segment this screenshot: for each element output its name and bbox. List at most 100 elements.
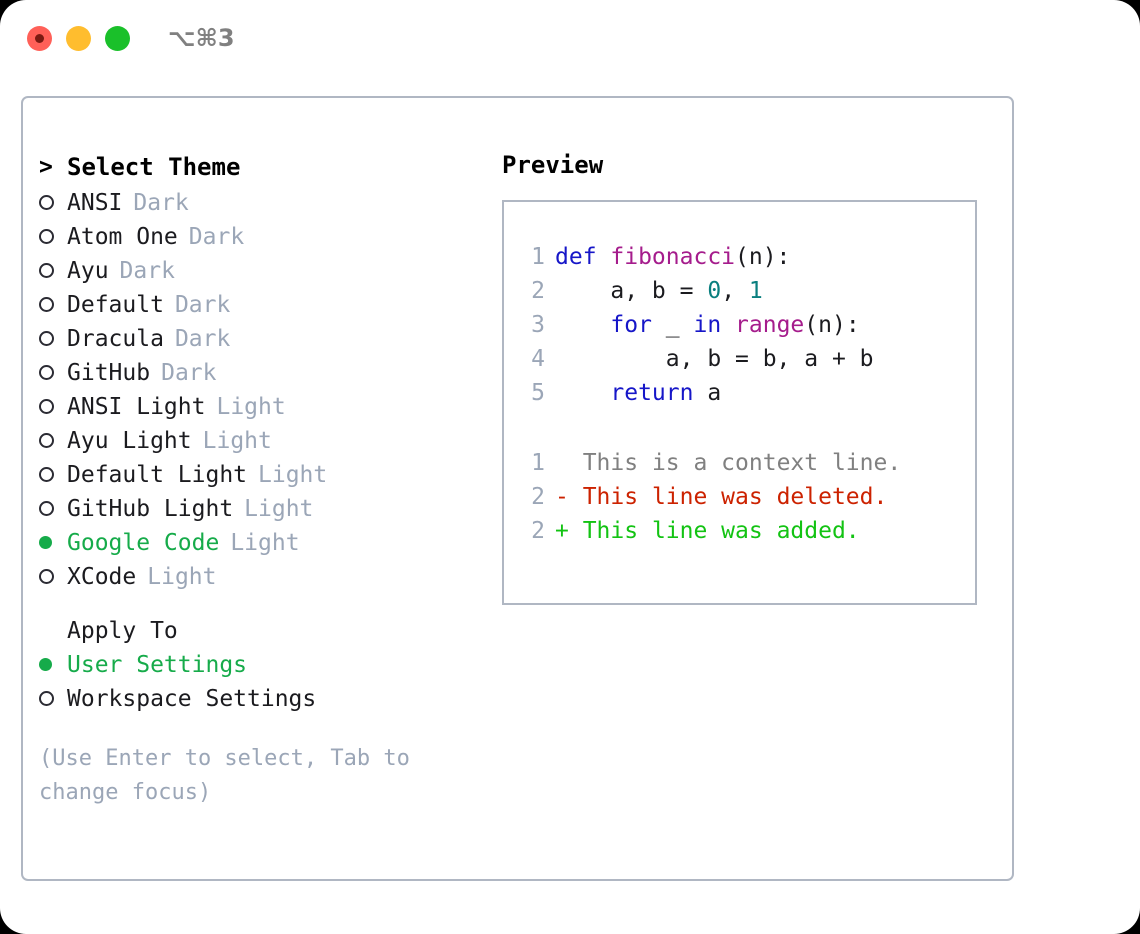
diff-marker: +: [555, 518, 583, 544]
code-line: 5 return a: [504, 376, 975, 410]
code-line: 1 def fibonacci(n):: [504, 240, 975, 274]
code-token: a, b = b, a + b: [555, 346, 874, 372]
code-token: in: [693, 312, 722, 338]
code-token: 1: [748, 278, 763, 304]
diff-sample: 1 This is a context line.2- This line wa…: [504, 446, 975, 548]
window-controls: [27, 26, 130, 51]
theme-variant-tag: Dark: [161, 360, 217, 386]
code-token: ,: [721, 278, 749, 304]
keyboard-shortcut-label: ⌥⌘3: [168, 24, 235, 52]
radio-dot: [39, 467, 54, 482]
close-button[interactable]: [27, 26, 52, 51]
diff-spacer: [504, 410, 975, 446]
theme-variant-tag: Dark: [119, 258, 175, 284]
theme-list-item[interactable]: Default Dark: [39, 288, 494, 322]
theme-list-item[interactable]: ANSI Dark: [39, 186, 494, 220]
radio-dot: [39, 263, 54, 278]
theme-name: Ayu Light: [67, 428, 192, 454]
radio-dot: [39, 536, 52, 549]
code-token: for: [610, 312, 652, 338]
radio-unselected-icon[interactable]: [39, 492, 67, 526]
theme-variant-tag: Dark: [133, 190, 189, 216]
diff-text: This line was added.: [582, 518, 860, 544]
radio-unselected-icon[interactable]: [39, 288, 67, 322]
theme-variant-tag: Light: [258, 462, 328, 488]
theme-name: Dracula: [67, 326, 164, 352]
code-token: def: [555, 244, 611, 270]
title-bar: ⌥⌘3: [0, 0, 1140, 76]
code-token: 0: [707, 278, 722, 304]
radio-unselected-icon[interactable]: [39, 186, 67, 220]
theme-list-item[interactable]: Ayu Dark: [39, 254, 494, 288]
code-token: a, b =: [555, 278, 708, 304]
code-token: [721, 312, 735, 338]
select-theme-header: > Select Theme: [39, 148, 494, 186]
preview-title: Preview: [502, 151, 604, 179]
maximize-button[interactable]: [105, 26, 130, 51]
theme-variant-tag: Dark: [174, 326, 231, 352]
keyboard-hint: (Use Enter to select, Tab to change focu…: [39, 742, 449, 810]
line-number: 2: [531, 484, 545, 510]
theme-variant-tag: Light: [244, 496, 314, 522]
theme-name: ANSI: [67, 190, 123, 216]
theme-list-item[interactable]: Ayu Light Light: [39, 424, 494, 458]
theme-name: Google Code: [67, 530, 220, 556]
line-number: 5: [531, 380, 545, 406]
diff-text: This line was deleted.: [582, 484, 888, 510]
theme-name: Ayu: [67, 258, 109, 284]
theme-list-item[interactable]: Dracula Dark: [39, 322, 494, 356]
code-line: 2 a, b = 0, 1: [504, 274, 975, 308]
radio-unselected-icon[interactable]: [39, 390, 67, 424]
theme-list-item[interactable]: Google Code Light: [39, 526, 494, 560]
radio-unselected-icon[interactable]: [39, 424, 67, 458]
theme-variant-tag: Dark: [174, 292, 231, 318]
theme-name: ANSI Light: [67, 394, 206, 420]
theme-variant-tag: Dark: [188, 224, 245, 250]
radio-selected-icon[interactable]: [39, 526, 67, 560]
line-number: 1: [531, 244, 545, 270]
code-token: a: [693, 380, 722, 406]
line-number: 3: [531, 312, 545, 338]
apply-to-label: Workspace Settings: [67, 686, 317, 712]
radio-unselected-icon[interactable]: [39, 220, 67, 254]
theme-name: Default: [67, 292, 164, 318]
code-token: fibonacci: [610, 244, 736, 270]
theme-name: XCode: [67, 564, 137, 590]
minimize-button[interactable]: [66, 26, 91, 51]
radio-unselected-icon[interactable]: [39, 682, 67, 716]
theme-name: Atom One: [67, 224, 178, 250]
radio-unselected-icon[interactable]: [39, 254, 67, 288]
theme-variant-tag: Light: [202, 428, 272, 454]
apply-to-option[interactable]: Workspace Settings: [39, 682, 494, 716]
radio-unselected-icon[interactable]: [39, 560, 67, 594]
radio-unselected-icon[interactable]: [39, 458, 67, 492]
theme-variant-tag: Light: [230, 530, 300, 556]
code-line: 3 for _ in range(n):: [504, 308, 975, 342]
theme-list-item[interactable]: Atom One Dark: [39, 220, 494, 254]
theme-list-item[interactable]: GitHub Light Light: [39, 492, 494, 526]
apply-to-option[interactable]: User Settings: [39, 648, 494, 682]
radio-unselected-icon[interactable]: [39, 356, 67, 390]
radio-dot: [39, 399, 54, 414]
panel-title: Select Theme: [67, 153, 241, 181]
code-line: 4 a, b = b, a + b: [504, 342, 975, 376]
theme-name: GitHub Light: [67, 496, 234, 522]
code-token: _: [651, 312, 694, 338]
code-token: (n):: [735, 244, 791, 270]
radio-selected-icon[interactable]: [39, 648, 67, 682]
section-spacer: [39, 594, 494, 614]
theme-name: Default Light: [67, 462, 248, 488]
radio-unselected-icon[interactable]: [39, 322, 67, 356]
theme-list-item[interactable]: Default Light Light: [39, 458, 494, 492]
radio-dot: [39, 569, 54, 584]
radio-dot: [39, 195, 54, 210]
